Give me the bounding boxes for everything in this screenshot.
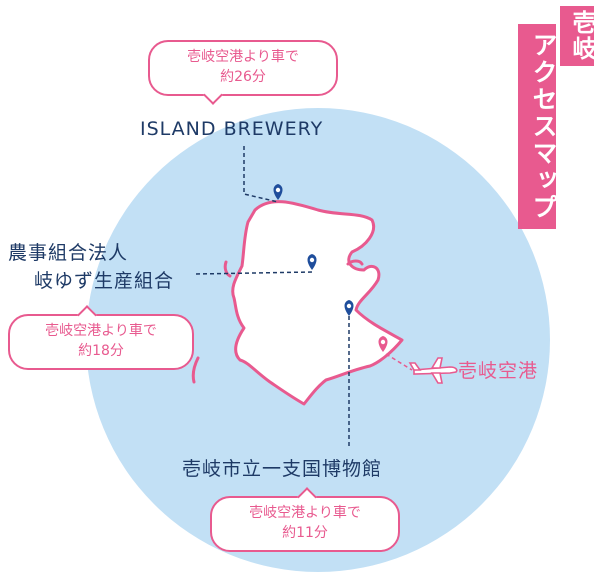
place-label-museum[interactable]: 壱岐市立一支国博物館 (182, 458, 383, 480)
callout-time: 約26分 (220, 69, 266, 85)
leader-yuzu (195, 271, 313, 275)
place-label-airport[interactable]: 壱岐空港 (458, 360, 539, 382)
map-subtitle: アクセスマップ (518, 24, 558, 229)
callout-line: 壱岐空港より車で (187, 49, 299, 65)
callout-time: 約18分 (78, 343, 124, 359)
leader-brewery (243, 146, 279, 203)
islet-east (346, 259, 364, 266)
callout-line: 壱岐空港より車で (45, 323, 157, 339)
place-label-yuzu-line1[interactable]: 農事組合法人 (8, 242, 129, 264)
callout-brewery-time: 壱岐空港より車で 約26分 (148, 40, 338, 105)
airport-pin-icon[interactable] (378, 336, 388, 352)
islet-west (191, 356, 200, 384)
callout-yuzu-time: 壱岐空港より車で 約18分 (8, 305, 194, 370)
map-pin-icon[interactable] (307, 254, 317, 270)
map-title: 壱岐 (560, 6, 596, 66)
leader-airport (385, 353, 413, 371)
map-pin-icon[interactable] (344, 300, 354, 316)
airplane-icon (408, 357, 458, 384)
place-label-yuzu-line2[interactable]: 岐ゆず生産組合 (34, 270, 175, 292)
callout-line: 壱岐空港より車で (249, 505, 361, 521)
map-pin-icon[interactable] (273, 184, 283, 200)
island-shape (231, 200, 404, 406)
callout-museum-time: 壱岐空港より車で 約11分 (210, 487, 400, 552)
islet-north (223, 260, 232, 278)
place-label-brewery[interactable]: ISLAND BREWERY (140, 118, 324, 140)
callout-time: 約11分 (282, 525, 328, 541)
